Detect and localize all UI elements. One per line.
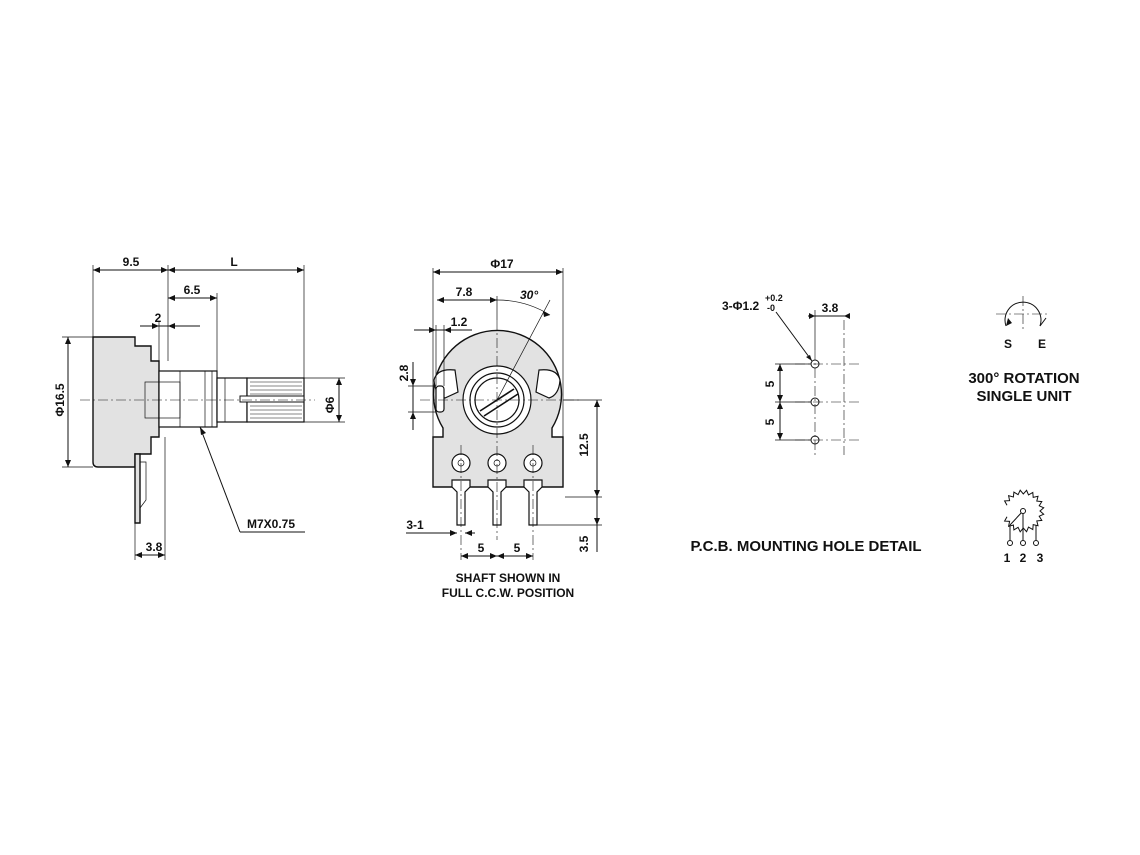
rotation-start-label: S	[1004, 337, 1012, 351]
thread-label: M7X0.75	[247, 517, 295, 531]
rotation-symbol: S E 300° ROTATION SINGLE UNIT	[968, 296, 1080, 405]
pcb-hole-detail: 3-Φ1.2 +0.2 -0 3.8 5 5 P.C.B. MOUNTING H…	[690, 293, 921, 555]
hole-tol-plus: +0.2	[765, 293, 783, 303]
dim-3-8-side: 3.8	[146, 540, 163, 554]
dim-1-2: 1.2	[451, 315, 468, 329]
pin-2-icon	[1020, 540, 1026, 546]
dim-5-front-a: 5	[478, 541, 485, 555]
pin-3-label: 3	[1037, 551, 1044, 565]
dim-phi-6: Φ6	[323, 396, 337, 413]
dim-3-8-pcb: 3.8	[822, 301, 839, 315]
dim-5-front-b: 5	[514, 541, 521, 555]
potentiometer-body	[92, 336, 160, 468]
dim-7-8: 7.8	[456, 285, 473, 299]
rotation-line1: 300° ROTATION	[968, 370, 1079, 387]
pin-3-icon	[1033, 540, 1039, 546]
dim-2-8: 2.8	[397, 364, 411, 381]
pin-2-label: 2	[1020, 551, 1027, 565]
hole-tol-minus: -0	[767, 303, 775, 313]
dim-9-5: 9.5	[123, 255, 140, 269]
dim-2: 2	[155, 311, 162, 325]
rotation-end-label: E	[1038, 337, 1046, 351]
dim-L: L	[230, 255, 237, 269]
threaded-bushing	[158, 370, 218, 428]
pin-1-label: 1	[1004, 551, 1011, 565]
knurl-lines	[250, 381, 302, 419]
knob-outline-icon	[1003, 489, 1045, 533]
front-caption-line2: FULL C.C.W. POSITION	[442, 586, 574, 600]
front-caption-line1: SHAFT SHOWN IN	[456, 571, 561, 585]
dim-3-1: 3-1	[406, 518, 424, 532]
terminal-lead	[134, 453, 141, 524]
pin-1-icon	[1007, 540, 1013, 546]
anti-rotation-lug	[435, 385, 445, 413]
hole-spec: 3-Φ1.2	[722, 299, 760, 313]
dim-phi-17: Φ17	[490, 257, 514, 271]
pcb-title: P.C.B. MOUNTING HOLE DETAIL	[690, 538, 921, 555]
side-view: 9.5 L 6.5 2 Φ16.5 Φ6 M7X0.75	[53, 255, 345, 560]
dim-6-5: 6.5	[184, 283, 201, 297]
dim-12-5: 12.5	[577, 433, 591, 457]
schematic-symbol: 1 2 3	[1003, 489, 1045, 565]
dim-30deg: 30°	[520, 288, 538, 302]
dim-phi-16-5: Φ16.5	[53, 383, 67, 417]
dim-3-5: 3.5	[577, 535, 591, 552]
dim-5-pcb-a: 5	[763, 380, 777, 387]
rotation-line2: SINGLE UNIT	[976, 388, 1071, 405]
front-view: 30° Φ17 7.8 1.2 2.8 12.5 3.5	[397, 257, 602, 600]
dim-5-pcb-b: 5	[763, 418, 777, 425]
